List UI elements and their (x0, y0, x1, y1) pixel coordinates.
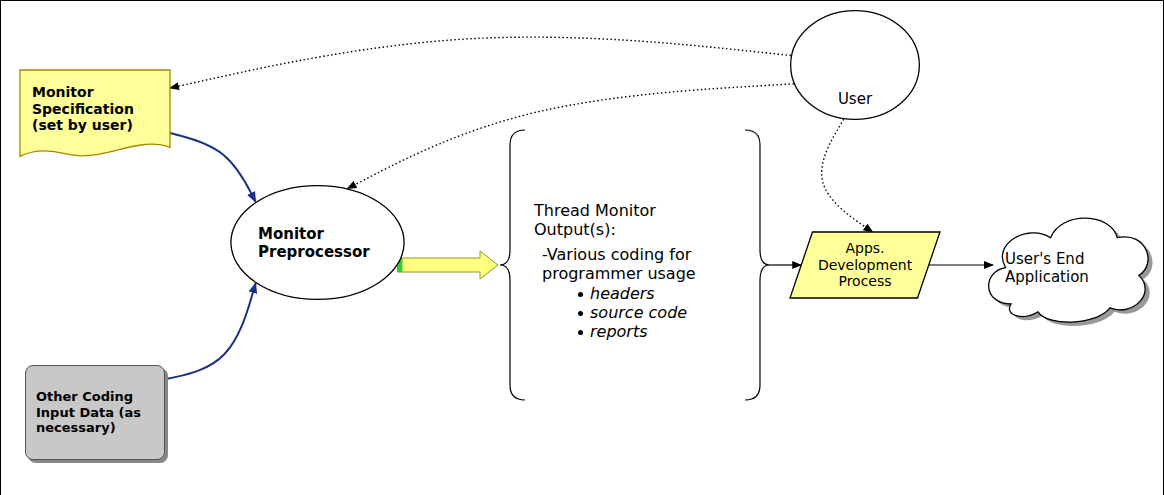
node-content: Other Coding Input Data (as necessary) (26, 366, 164, 459)
node-text: User (810, 90, 900, 108)
left-brace (500, 130, 525, 400)
process-ellipse: Monitor Preprocessor (230, 185, 405, 300)
frame-line (0, 0, 1164, 1)
user-ellipse: User (790, 10, 920, 120)
process-parallelogram: Apps. Development Process (790, 232, 940, 298)
node-text: Monitor Specification (set by user) (32, 84, 160, 134)
dotted-arrow (170, 37, 791, 88)
right-brace (745, 130, 770, 400)
connector-line (347, 84, 793, 189)
ellipse-outline (231, 186, 404, 300)
node-text: -Various coding for programmer usage (534, 245, 740, 283)
node-text: Other Coding Input Data (as necessary) (36, 389, 154, 436)
block-arrow-body (397, 251, 498, 279)
doc-outline (20, 70, 170, 156)
node-text: Thread Monitor Output(s): (534, 201, 740, 239)
list-item: source code (534, 303, 740, 322)
document-shape: Monitor Specification (set by user) (20, 70, 170, 160)
application-cloud: User's End Application (975, 200, 1155, 330)
node-content: Apps. Development Process (790, 232, 940, 298)
node-text: Monitor Preprocessor (258, 225, 377, 261)
connector-line (165, 283, 256, 379)
node-content: Thread Monitor Output(s): -Various coding… (500, 130, 770, 400)
ellipse-outline (791, 11, 920, 120)
flow-arrow (170, 133, 256, 202)
input-box: Other Coding Input Data (as necessary) (25, 365, 165, 460)
frame-line (1163, 0, 1164, 495)
connector-line (929, 264, 993, 265)
flow-arrow (770, 265, 801, 266)
node-text: User's End Application (1005, 250, 1125, 286)
node-content: Monitor Specification (set by user) (20, 70, 170, 160)
node-content: User (790, 10, 920, 120)
connector-line (170, 133, 256, 202)
frame-line (0, 0, 1, 495)
bullet-dot (578, 311, 583, 316)
node-content: User's End Application (975, 200, 1155, 330)
connector-line (822, 119, 873, 232)
dotted-arrow (347, 84, 793, 189)
list-item: headers (534, 284, 740, 303)
para-outline (790, 232, 940, 298)
list-item: reports (534, 322, 740, 341)
bullet-dot (578, 330, 583, 335)
braces (500, 130, 770, 400)
connector-line (170, 37, 791, 88)
flow-arrow (165, 283, 256, 379)
bullet-dot (578, 292, 583, 297)
cloud-outline (989, 218, 1148, 322)
dotted-arrow (822, 119, 873, 232)
connector-line (770, 264, 801, 265)
output-group: Thread Monitor Output(s): -Various coding… (500, 130, 770, 400)
node-text: Apps. Development Process (810, 240, 920, 290)
node-content: Monitor Preprocessor (230, 185, 405, 300)
flow-arrow (929, 265, 993, 266)
block-arrow (397, 251, 498, 279)
